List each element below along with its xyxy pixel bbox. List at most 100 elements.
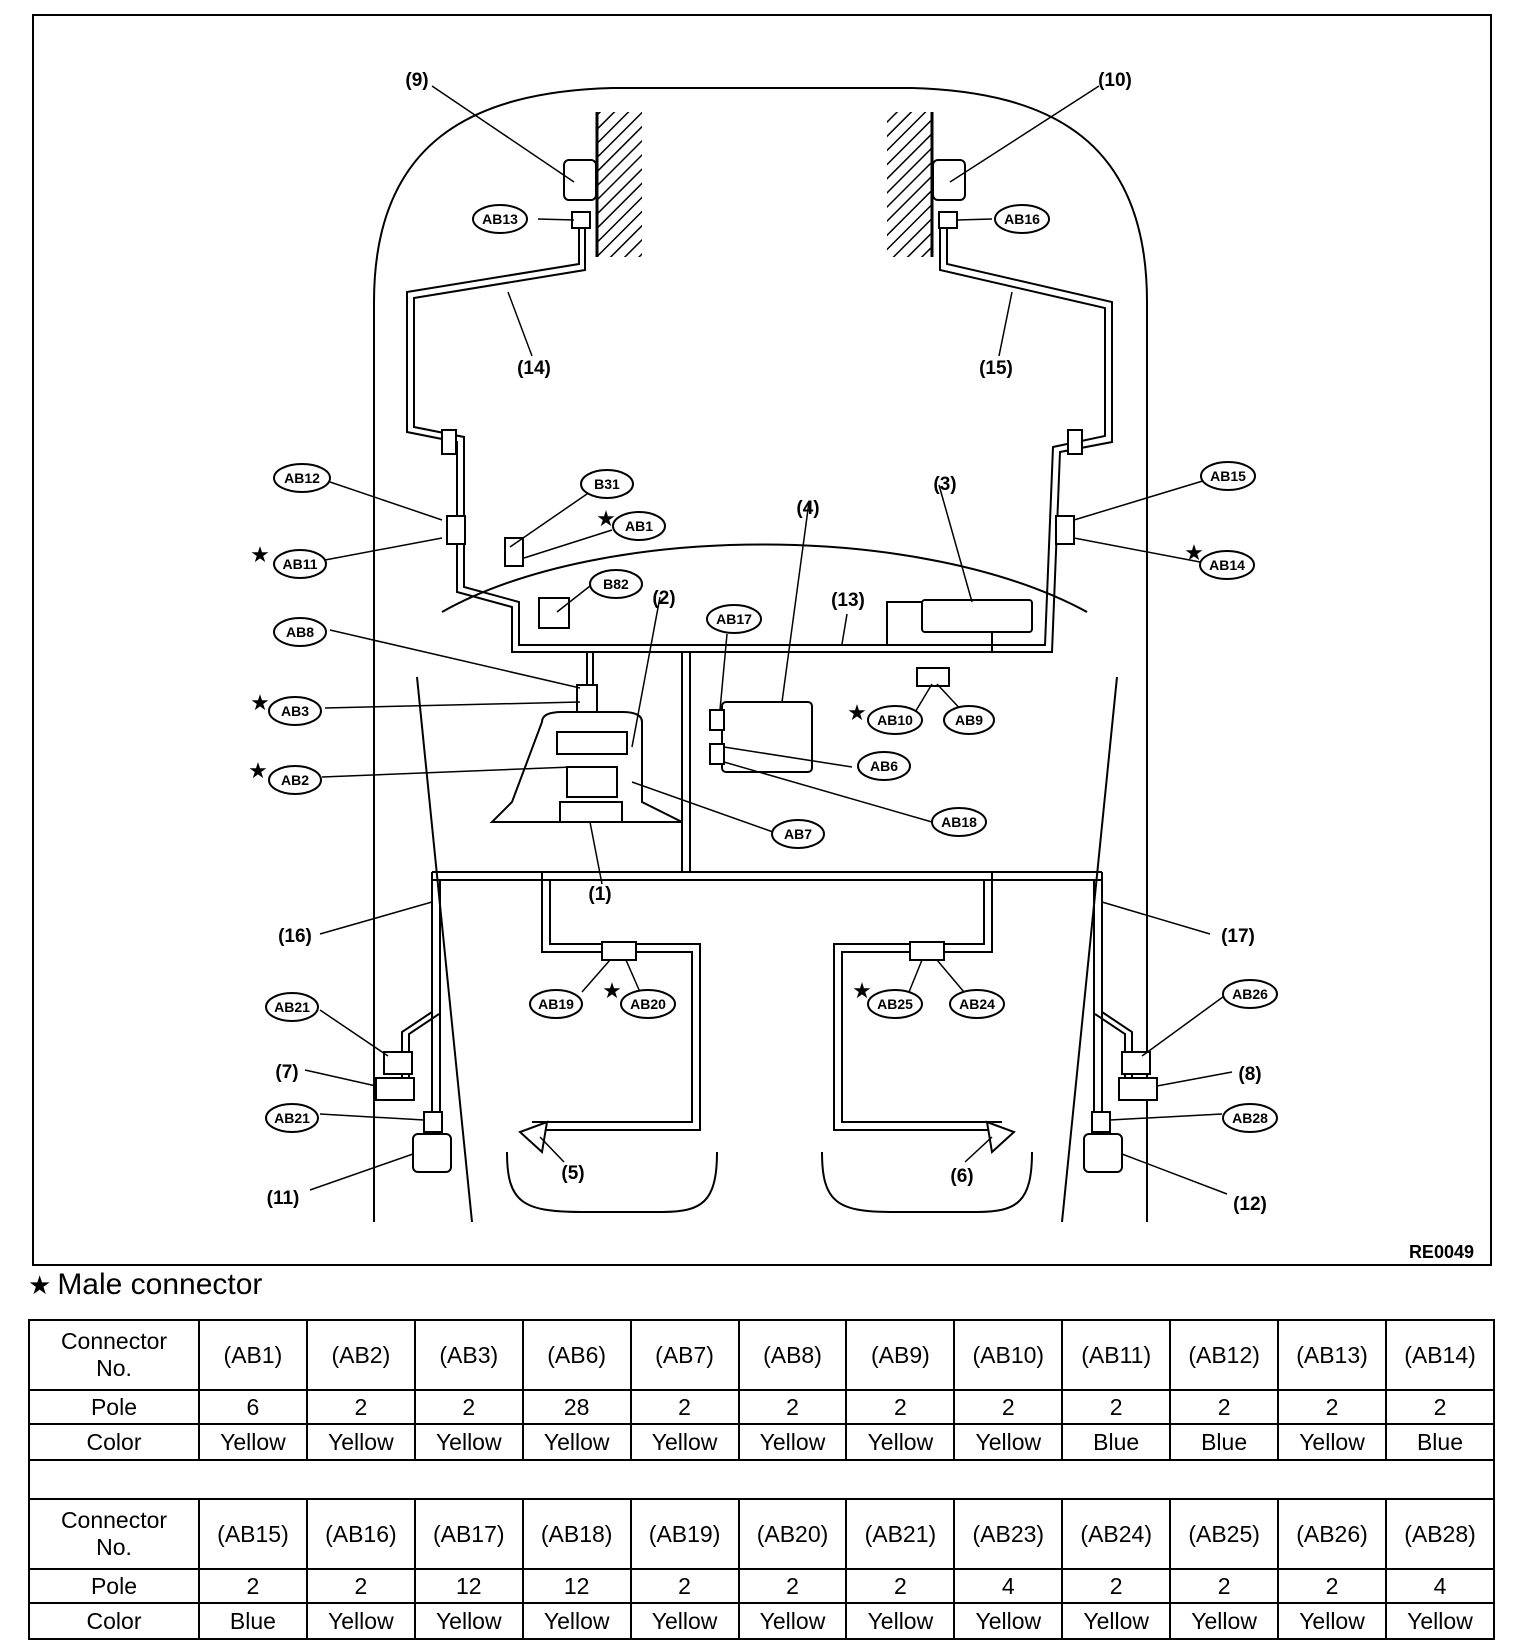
- connector-B31: B31: [594, 476, 620, 492]
- connector-AB28: AB28: [1232, 1110, 1268, 1126]
- connector-AB6: AB6: [870, 758, 898, 774]
- star-icon: ★: [248, 759, 268, 784]
- harness-lines: [401, 228, 1133, 1132]
- table-cell: 2: [1169, 1568, 1280, 1604]
- connector-AB20: AB20: [630, 996, 666, 1012]
- part-2: (2): [652, 588, 675, 609]
- table-cell: (AB3): [413, 1319, 524, 1391]
- connector-AB17: AB17: [716, 611, 752, 627]
- table-cell: Yellow: [413, 1423, 524, 1461]
- connector-AB2: AB2: [281, 772, 309, 788]
- table-cell: 2: [845, 1389, 956, 1425]
- table-cell: Blue: [1061, 1423, 1172, 1461]
- connector-AB24: AB24: [959, 996, 995, 1012]
- connector-AB8: AB8: [286, 624, 314, 640]
- table-cell: Blue: [1384, 1423, 1496, 1461]
- connector-AB12: AB12: [284, 470, 320, 486]
- table-cell: 4: [953, 1568, 1064, 1604]
- male-connector-legend: ★Male connector: [28, 1268, 262, 1302]
- vehicle-outline: [373, 87, 1148, 1223]
- table-cell: (AB12): [1169, 1319, 1280, 1391]
- table-cell: (AB16): [305, 1498, 416, 1570]
- connector-AB9: AB9: [955, 712, 983, 728]
- table-cell: (AB7): [629, 1319, 740, 1391]
- part-15: (15): [979, 358, 1013, 379]
- table-cell: (AB20): [737, 1498, 848, 1570]
- part-12: (12): [1233, 1194, 1267, 1215]
- table-cell: (AB2): [305, 1319, 416, 1391]
- connector-AB3: AB3: [281, 703, 309, 719]
- connector-AB7: AB7: [784, 826, 812, 842]
- part-8: (8): [1238, 1064, 1261, 1085]
- table-cell: (AB9): [845, 1319, 956, 1391]
- table-cell: 2: [737, 1568, 848, 1604]
- table-row: Pole 6 2 2 28 2 2 2 2 2 2 2 2: [28, 1389, 1496, 1425]
- star-icon: ★: [847, 701, 867, 726]
- connector-AB1: AB1: [625, 518, 653, 534]
- table-cell: Yellow: [305, 1423, 416, 1461]
- left-pillar-hatch: [597, 112, 642, 257]
- part-6: (6): [950, 1166, 973, 1187]
- table-cell: 2: [737, 1389, 848, 1425]
- connector-AB15: AB15: [1210, 468, 1246, 484]
- connector-AB14: AB14: [1209, 557, 1245, 573]
- table-cell: (AB1): [198, 1319, 308, 1391]
- part-9: (9): [405, 70, 428, 91]
- table-cell: 2: [1277, 1389, 1387, 1425]
- table-cell: Blue: [1169, 1423, 1280, 1461]
- table-cell: 28: [521, 1389, 632, 1425]
- right-pillar-hatch: [887, 112, 932, 257]
- table-cell: 6: [198, 1389, 308, 1425]
- connector-AB18: AB18: [941, 814, 977, 830]
- table-cell: Yellow: [629, 1423, 740, 1461]
- part-5: (5): [561, 1163, 584, 1184]
- table-cell: (AB6): [521, 1319, 632, 1391]
- part-16: (16): [278, 926, 312, 947]
- connector-AB25: AB25: [877, 996, 913, 1012]
- table-cell: (AB11): [1061, 1319, 1172, 1391]
- table-cell: Yellow: [1061, 1602, 1172, 1640]
- connector-AB26: AB26: [1232, 986, 1268, 1002]
- part-3: (3): [933, 474, 956, 495]
- table-cell: (AB26): [1277, 1498, 1387, 1570]
- airbag-harness-diagram: AB13 AB16 AB12 AB11 B31 AB1 AB15 AB14 B8…: [248, 70, 1474, 1262]
- table-cell: (AB8): [737, 1319, 848, 1391]
- table-cell: Yellow: [737, 1602, 848, 1640]
- table-cell: Yellow: [737, 1423, 848, 1461]
- table-cell: (AB19): [629, 1498, 740, 1570]
- table-cell: (AB15): [198, 1498, 308, 1570]
- table-cell: (AB23): [953, 1498, 1064, 1570]
- table-cell: (AB13): [1277, 1319, 1387, 1391]
- table-cell: Yellow: [413, 1602, 524, 1640]
- star-icon: ★: [852, 979, 872, 1004]
- table-cell: Yellow: [953, 1602, 1064, 1640]
- table-cell: 2: [305, 1389, 416, 1425]
- table-cell: 2: [1061, 1568, 1172, 1604]
- star-icon: ★: [28, 1270, 52, 1300]
- table-cell: Yellow: [629, 1602, 740, 1640]
- color-header: Color: [28, 1602, 200, 1640]
- part-10: (10): [1098, 70, 1132, 91]
- table-cell: (AB17): [413, 1498, 524, 1570]
- table-cell: 2: [198, 1568, 308, 1604]
- table-cell: Yellow: [953, 1423, 1064, 1461]
- table-row: Pole 2 2 12 12 2 2 2 4 2 2 2 4: [28, 1568, 1496, 1604]
- part-labels: (9) (10) (14) (15) (3) (4) (13) (2) (1) …: [267, 70, 1267, 1215]
- connector-AB21-lower: AB21: [274, 1110, 310, 1126]
- table-row: Color Yellow Yellow Yellow Yellow Yellow…: [28, 1423, 1496, 1461]
- table-cell: Yellow: [305, 1602, 416, 1640]
- table-cell: (AB24): [1061, 1498, 1172, 1570]
- connector-AB16: AB16: [1004, 211, 1040, 227]
- table-cell: Yellow: [1169, 1602, 1280, 1640]
- table-cell: 2: [413, 1389, 524, 1425]
- wiring-diagram-frame: AB13 AB16 AB12 AB11 B31 AB1 AB15 AB14 B8…: [32, 14, 1492, 1266]
- table-row: Color Blue Yellow Yellow Yellow Yellow Y…: [28, 1602, 1496, 1640]
- table-cell: Yellow: [845, 1602, 956, 1640]
- table-cell: 2: [1384, 1389, 1496, 1425]
- connector-AB21-upper: AB21: [274, 999, 310, 1015]
